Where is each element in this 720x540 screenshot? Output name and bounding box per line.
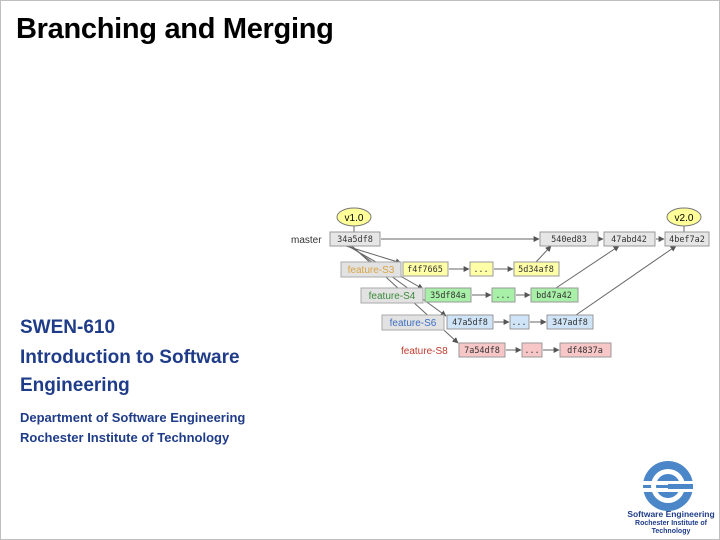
commit-box-master-4 (664, 231, 710, 247)
branch-label-s6: feature-S6 (390, 318, 437, 329)
commit-box-s3-2 (469, 261, 494, 277)
commit-s8-2: ... (524, 346, 539, 356)
commit-box-s4-1 (424, 287, 472, 303)
department-name: Department of Software Engineering (20, 410, 246, 425)
logo-text-line2: Rochester Institute of Technology (635, 520, 707, 535)
commit-s6-3: 347adf8 (552, 318, 588, 328)
commit-s3-2: ... (473, 265, 488, 275)
logo-text-line1: Software Engineering (627, 509, 715, 519)
branch-label-master: master (291, 235, 322, 246)
branch-box-s4 (360, 287, 424, 304)
tag-v1: v1.0 (336, 207, 372, 227)
commit-box-s3-1 (402, 261, 449, 277)
commit-box-s6-2 (509, 314, 530, 330)
line-fork-s6 (349, 245, 447, 317)
commit-box-master-2 (539, 231, 599, 247)
commit-s8-3: df4837a (567, 346, 603, 356)
course-name: Introduction to Software Engineering (20, 347, 240, 396)
commit-box-master-1 (329, 231, 381, 247)
commit-s3-3: 5d34af8 (518, 265, 554, 275)
commit-s4-2: ... (495, 291, 510, 301)
course-code: SWEN-610 (20, 317, 116, 338)
commit-s6-1: 47a5df8 (452, 318, 488, 328)
commit-master-2: 540ed83 (551, 235, 587, 245)
commit-box-master-3 (603, 231, 656, 247)
software-engineering-logo-icon (641, 461, 695, 511)
commit-box-s8-2 (521, 342, 543, 358)
branch-box-s6 (381, 314, 445, 331)
tag-v1-label: v1.0 (345, 213, 364, 224)
commit-s6-2: ... (511, 318, 526, 328)
commit-master-3: 47abd42 (611, 235, 647, 245)
slide-title: Branching and Merging (16, 13, 334, 45)
tag-v2: v2.0 (666, 207, 702, 227)
commit-s4-3: bd47a42 (536, 291, 572, 301)
branch-label-s8: feature-S8 (401, 346, 448, 357)
tag-v2-label: v2.0 (675, 213, 694, 224)
commit-box-s6-3 (546, 314, 594, 330)
commit-box-s6-1 (446, 314, 494, 330)
line-merge-s3 (535, 245, 552, 263)
commit-s8-1: 7a54df8 (464, 346, 500, 356)
commit-s3-1: f4f7665 (407, 265, 443, 275)
commit-master-4: 4bef7a2 (669, 235, 705, 245)
line-merge-s6 (575, 245, 677, 316)
branch-box-s3 (340, 261, 402, 278)
commit-s4-1: 35df84a (430, 291, 466, 301)
commit-master-1: 34a5df8 (337, 235, 373, 245)
git-branching-diagram: v1.0 v2.0 master 34a5df8 540ed83 47abd42… (291, 207, 710, 358)
institute-name: Rochester Institute of Technology (20, 430, 230, 445)
commit-box-s3-3 (513, 261, 560, 277)
commit-box-s4-3 (530, 287, 579, 303)
commit-box-s8-1 (458, 342, 506, 358)
line-merge-s4 (555, 245, 620, 289)
branch-label-s3: feature-S3 (348, 265, 395, 276)
commit-box-s8-3 (559, 342, 612, 358)
branch-label-s4: feature-S4 (369, 291, 416, 302)
commit-box-s4-2 (491, 287, 516, 303)
